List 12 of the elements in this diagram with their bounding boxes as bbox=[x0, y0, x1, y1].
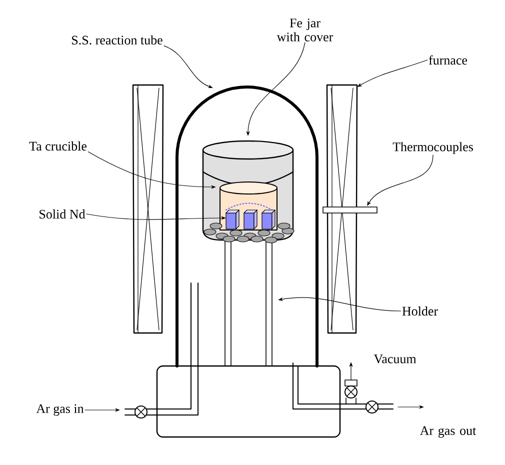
leader-line bbox=[357, 60, 428, 87]
callout-label: Solid Nd bbox=[40, 209, 86, 219]
leader-line bbox=[367, 154, 434, 206]
callout-label: Thermocouples bbox=[392, 142, 473, 154]
callout-label: S.S. reaction tube bbox=[72, 35, 162, 45]
callout-label: Holder bbox=[402, 306, 438, 316]
callout-label: Vacuum bbox=[374, 354, 416, 364]
callout-label: Ar gas in bbox=[36, 404, 84, 416]
callout-label: Ta crucible bbox=[29, 141, 87, 151]
callout-label: Fe jar with cover bbox=[276, 18, 334, 42]
callout-label: furnace bbox=[428, 55, 468, 65]
callout-label: Ar gas out bbox=[420, 426, 476, 438]
